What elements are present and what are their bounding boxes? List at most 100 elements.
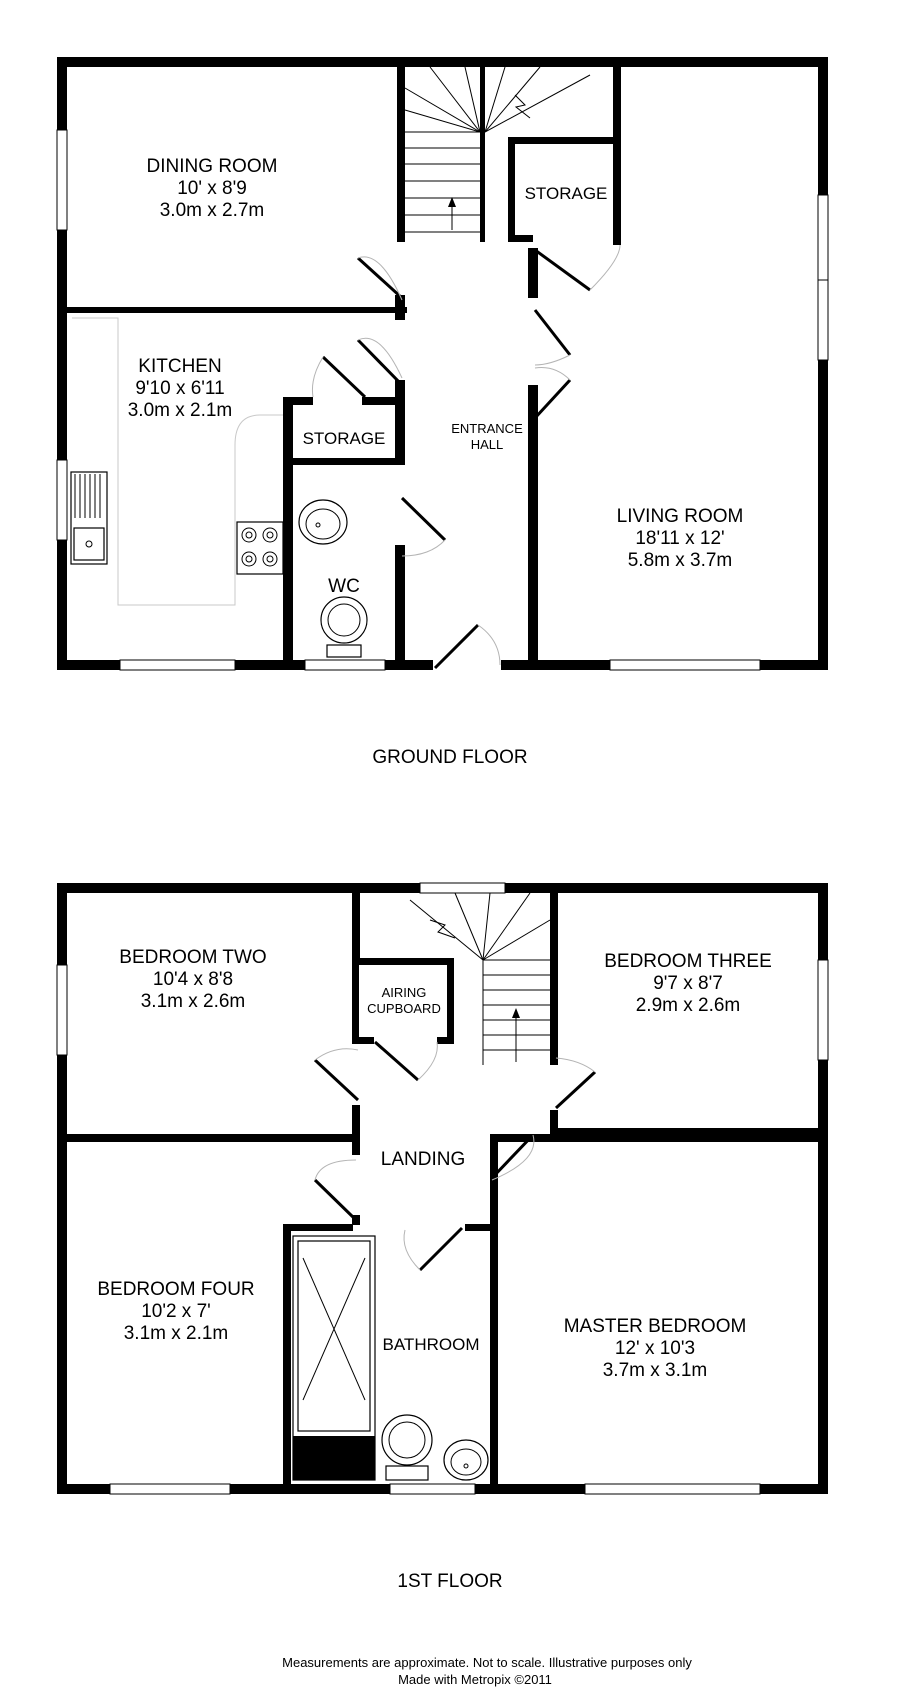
- stair-left-wall: [397, 67, 405, 242]
- living-room-imperial: 18'11 x 12': [635, 528, 724, 549]
- kitchen-metric: 3.0m x 2.1m: [128, 400, 233, 421]
- master-top-wall: [490, 1134, 818, 1142]
- ground-floor-title: GROUND FLOOR: [372, 747, 527, 768]
- kitchen-right-wall: [283, 397, 293, 670]
- wc-basin-icon: [298, 499, 348, 545]
- master-bedroom-metric: 3.7m x 3.1m: [603, 1360, 708, 1381]
- airing-top: [352, 958, 454, 965]
- storage-lower-label: STORAGE: [303, 429, 386, 448]
- living-side-window-1: [817, 194, 829, 281]
- bedroom-four-name: BEDROOM FOUR: [97, 1279, 254, 1300]
- bedroom-four-window: [109, 1483, 231, 1495]
- bedroom-two-name: BEDROOM TWO: [119, 947, 266, 968]
- kitchen-sink-icon: [70, 471, 108, 565]
- bath-icon: [292, 1235, 376, 1481]
- storage-lower-top-stub: [283, 397, 313, 405]
- wc-right-wall: [395, 545, 405, 670]
- stair-window: [419, 882, 506, 894]
- dining-room-imperial: 10' x 8'9: [177, 178, 247, 199]
- entrance-hall-label-2: HALL: [471, 437, 504, 452]
- dining-kitchen-wall: [67, 307, 407, 313]
- living-side-window-2: [817, 279, 829, 361]
- ground-left-wall: [57, 57, 67, 670]
- ground-bottom-wall-left: [57, 660, 433, 670]
- storage-upper-right: [613, 137, 621, 245]
- bathroom-toilet-icon: [381, 1414, 433, 1481]
- bedroom-three-window: [817, 959, 829, 1061]
- bedroom-three-bottom-wall: [555, 1128, 818, 1136]
- ground-right-wall: [818, 57, 828, 670]
- bathroom-top-left: [283, 1224, 353, 1231]
- bathroom-left-wall: [283, 1224, 291, 1494]
- footer: Measurements are approximate. Not to sca…: [282, 1655, 692, 1687]
- bedroom-three-imperial: 9'7 x 8'7: [653, 973, 723, 994]
- airing-bottom-right: [437, 1037, 454, 1044]
- master-bedroom-name: MASTER BEDROOM: [564, 1316, 747, 1337]
- bedroom-four-metric: 3.1m x 2.1m: [124, 1323, 229, 1344]
- kitchen-side-window: [56, 459, 68, 541]
- wc-window: [304, 659, 386, 671]
- hob-icon: [236, 521, 284, 575]
- dining-window: [56, 129, 68, 231]
- bathroom-top-right: [465, 1224, 495, 1231]
- storage-upper-top: [508, 137, 620, 144]
- first-doors: [313, 1040, 597, 1272]
- storage-upper-bottom: [508, 235, 533, 242]
- master-left-wall: [490, 1134, 498, 1494]
- kitchen-worktop: [72, 317, 283, 606]
- living-wall-upper: [528, 248, 538, 298]
- bathroom-label: BATHROOM: [383, 1335, 480, 1354]
- storage-lower-right: [395, 380, 405, 460]
- wc-toilet-icon: [320, 596, 368, 658]
- bathroom-window: [389, 1483, 476, 1495]
- landing-left-wall-upper: [352, 893, 360, 958]
- stair-right-wall-first: [550, 893, 558, 1065]
- airing-bottom-left: [352, 1037, 374, 1044]
- bedroom-two-metric: 3.1m x 2.6m: [141, 991, 246, 1012]
- ground-labels: DINING ROOM 10' x 8'9 3.0m x 2.7m KITCHE…: [128, 156, 744, 768]
- storage-lower-top: [362, 397, 402, 405]
- storage-upper-label: STORAGE: [525, 184, 608, 203]
- airing-label-1: AIRING: [382, 985, 427, 1000]
- bedroom-two-imperial: 10'4 x 8'8: [153, 969, 233, 990]
- bathroom-basin-icon: [443, 1439, 489, 1481]
- first-right-wall: [818, 883, 828, 1494]
- bedroom-three-wall-stub: [550, 1110, 558, 1140]
- first-floor-title: 1ST FLOOR: [397, 1571, 502, 1592]
- bedroom-two-bottom-wall: [67, 1134, 357, 1142]
- first-floor-plan: [56, 882, 829, 1495]
- stair-right-wall: [613, 67, 621, 147]
- footer-disclaimer: Measurements are approximate. Not to sca…: [282, 1655, 692, 1670]
- master-bedroom-imperial: 12' x 10'3: [615, 1338, 695, 1359]
- entrance-hall-label-1: ENTRANCE: [451, 421, 523, 436]
- first-left-wall: [57, 883, 67, 1494]
- airing-label-2: CUPBOARD: [367, 1001, 441, 1016]
- living-window: [609, 659, 761, 671]
- living-wall-lower: [528, 385, 538, 670]
- first-staircase: [409, 892, 551, 1065]
- kitchen-name: KITCHEN: [138, 356, 221, 377]
- ground-top-wall: [57, 57, 828, 67]
- kitchen-imperial: 9'10 x 6'11: [135, 378, 224, 399]
- ground-doors: [312, 244, 621, 670]
- dining-room-name: DINING ROOM: [147, 156, 278, 177]
- bedroom-four-imperial: 10'2 x 7': [141, 1301, 211, 1322]
- ground-floor-plan: [56, 57, 829, 671]
- landing-left-wall-mid: [352, 1105, 360, 1155]
- wc-label: WC: [328, 576, 360, 597]
- living-room-metric: 5.8m x 3.7m: [628, 550, 733, 571]
- kitchen-window: [119, 659, 236, 671]
- dining-hall-wall-stub: [395, 295, 405, 320]
- storage-wc-divider: [283, 458, 405, 465]
- footer-credit: Made with Metropix ©2011: [398, 1672, 552, 1687]
- bedroom-three-metric: 2.9m x 2.6m: [636, 995, 741, 1016]
- bedroom-two-window: [56, 964, 68, 1056]
- master-window: [584, 1483, 761, 1495]
- stair-center-wall: [480, 67, 485, 242]
- ground-staircase: [404, 66, 591, 233]
- airing-left: [352, 958, 359, 1044]
- dining-room-metric: 3.0m x 2.7m: [160, 200, 265, 221]
- landing-label: LANDING: [381, 1149, 465, 1170]
- bedroom-three-name: BEDROOM THREE: [604, 951, 772, 972]
